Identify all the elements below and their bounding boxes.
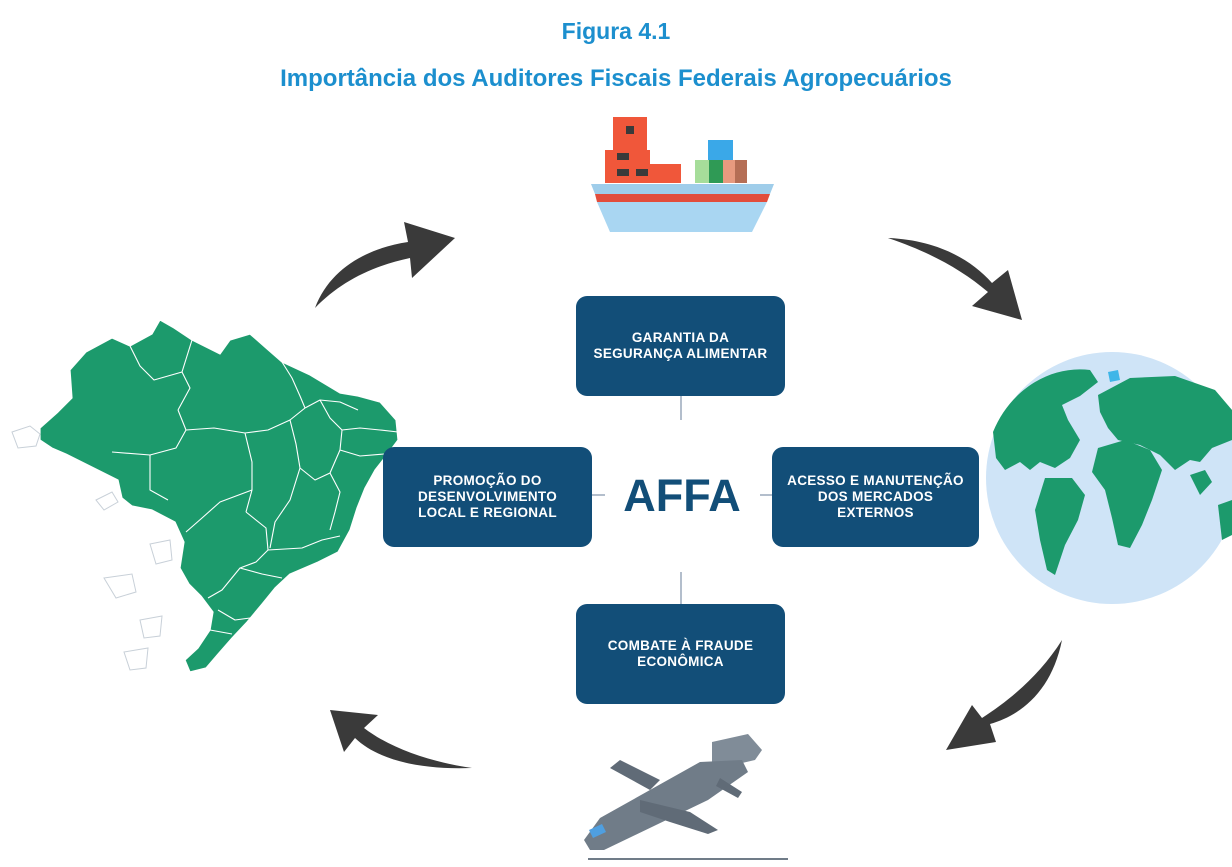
center-label-affa: AFFA	[623, 470, 741, 521]
box-local-development: PROMOÇÃO DO DESENVOLVIMENTO LOCAL E REGI…	[383, 447, 592, 547]
airplane-icon	[584, 734, 788, 860]
box-external-markets: ACESSO E MANUTENÇÃO DOS MERCADOS EXTERNO…	[772, 447, 979, 547]
globe-icon	[986, 352, 1232, 604]
cycle-arrow-icon	[315, 222, 1062, 769]
box-economic-fraud: COMBATE À FRAUDE ECONÔMICA	[576, 604, 785, 704]
brazil-map-icon	[11, 319, 399, 673]
figure-title: Importância dos Auditores Fiscais Federa…	[280, 65, 952, 92]
connector-lines	[592, 396, 773, 604]
ship-icon	[591, 117, 774, 232]
figure-label: Figura 4.1	[561, 18, 671, 44]
box-food-security: GARANTIA DA SEGURANÇA ALIMENTAR	[576, 296, 785, 396]
